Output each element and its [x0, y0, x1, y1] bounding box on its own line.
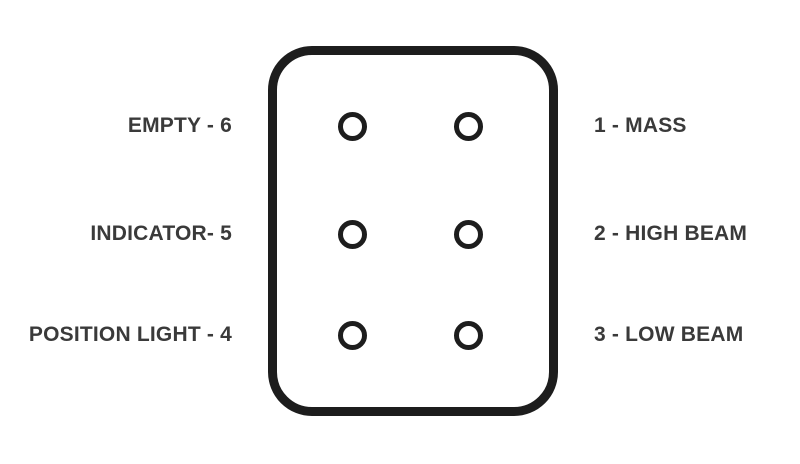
- pin-label-high-beam-2: 2 - HIGH BEAM: [594, 222, 748, 245]
- pin-label-mass-1: 1 - MASS: [594, 114, 687, 137]
- pin-label-low-beam-3: 3 - LOW BEAM: [594, 323, 744, 346]
- pin-1-circle: [454, 112, 483, 141]
- pin-2-circle: [454, 220, 483, 249]
- pin-4-circle: [338, 321, 367, 350]
- pin-5-circle: [338, 220, 367, 249]
- pin-6-circle: [338, 112, 367, 141]
- pin-label-indicator-5: INDICATOR- 5: [90, 222, 232, 245]
- pin-3-circle: [454, 321, 483, 350]
- pin-label-position-light-4: POSITION LIGHT - 4: [28, 323, 232, 346]
- connector-outline: [268, 46, 558, 416]
- pin-label-empty-6: EMPTY - 6: [127, 114, 232, 137]
